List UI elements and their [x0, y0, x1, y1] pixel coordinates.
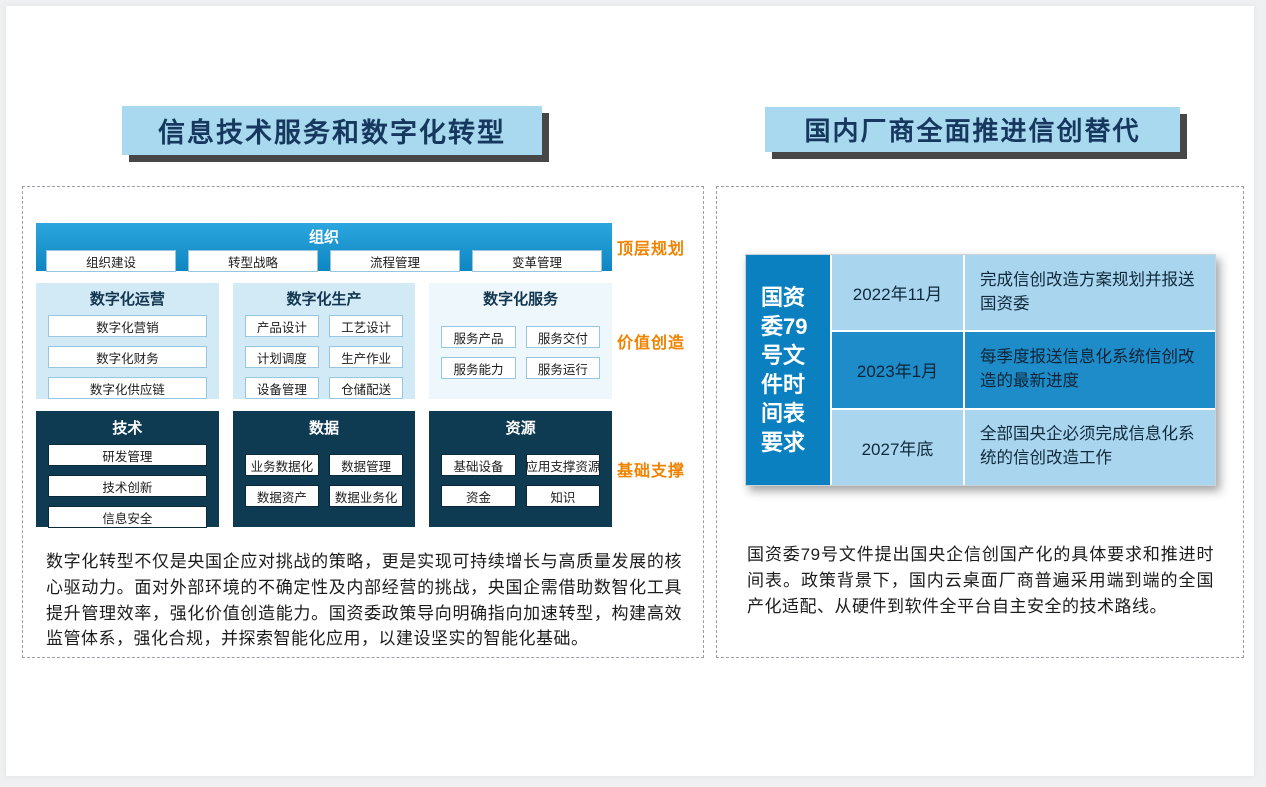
framework-item: 数字化营销 — [48, 315, 207, 337]
framework-row-middle: 数字化运营 数字化营销 数字化财务 数字化供应链 数字化生产 — [36, 283, 690, 399]
framework-item: 组织建设 — [46, 250, 176, 272]
sasac-timeline-table: 国资委79号文件时间表要求 2022年11月 完成信创改造方案规划并报送国资委 … — [745, 254, 1216, 486]
column-header: 技术 — [112, 420, 143, 437]
organization-header: 组织 — [308, 229, 339, 246]
right-panel-title-text: 国内厂商全面推进信创替代 — [804, 116, 1141, 146]
left-panel-title: 信息技术服务和数字化转型 — [122, 106, 542, 155]
timeline-row: 2027年底 全部国央企必须完成信息化系统的信创改造工作 — [832, 407, 1215, 485]
right-panel-paragraph: 国资委79号文件提出国央企信创国产化的具体要求和推进时间表。政策背景下，国内云桌… — [747, 545, 1214, 616]
timeline-date: 2027年底 — [832, 409, 965, 485]
column-digital-operations: 数字化运营 数字化营销 数字化财务 数字化供应链 — [36, 283, 219, 399]
left-panel: 组织 组织建设 转型战略 流程管理 变革管理 顶层规划 数字化运营 — [22, 186, 704, 658]
column-header: 数字化生产 — [286, 291, 362, 308]
framework-item: 服务能力 — [441, 357, 516, 379]
framework-item: 计划调度 — [244, 346, 319, 368]
timeline-content: 全部国央企必须完成信息化系统的信创改造工作 — [980, 425, 1195, 468]
column-digital-production: 数字化生产 产品设计 工艺设计 计划调度 生产作业 设备管理 仓储配送 — [232, 283, 416, 399]
framework-item: 技术创新 — [48, 475, 207, 497]
framework-row-bottom: 技术 研发管理 技术创新 信息安全 数据 — [36, 411, 690, 528]
timeline-row: 2023年1月 每季度报送信息化系统信创改造的最新进度 — [832, 330, 1215, 408]
framework-item: 服务运行 — [525, 357, 601, 379]
framework-item: 仓储配送 — [329, 377, 404, 399]
digital-transformation-framework: 组织 组织建设 转型战略 流程管理 变革管理 顶层规划 数字化运营 — [36, 223, 690, 528]
column-resources: 资源 基础设备 应用支撑资源 资金 知识 — [429, 411, 613, 527]
right-panel: 国资委79号文件时间表要求 2022年11月 完成信创改造方案规划并报送国资委 … — [716, 186, 1244, 658]
column-header: 数据 — [309, 420, 340, 437]
framework-item: 数字化供应链 — [48, 377, 207, 399]
column-header: 数字化运营 — [89, 291, 165, 308]
column-data: 数据 业务数据化 数据管理 数据资产 数据业务化 — [232, 411, 416, 527]
framework-item: 研发管理 — [48, 444, 207, 466]
framework-item: 设备管理 — [244, 377, 319, 399]
framework-row-top: 组织 组织建设 转型战略 流程管理 变革管理 顶层规划 — [36, 223, 690, 272]
framework-item: 业务数据化 — [244, 454, 319, 476]
organization-bar: 组织 组织建设 转型战略 流程管理 变革管理 — [36, 223, 612, 272]
framework-item: 服务产品 — [441, 326, 516, 348]
framework-item: 数据资产 — [244, 485, 319, 507]
framework-item: 应用支撑资源 — [525, 454, 601, 476]
framework-item: 信息安全 — [48, 506, 207, 528]
column-header: 数字化服务 — [483, 291, 559, 308]
side-label-middle: 价值创造 — [616, 335, 685, 352]
framework-item: 流程管理 — [330, 250, 460, 272]
timeline-date: 2022年11月 — [832, 255, 965, 331]
side-label-bottom: 基础支撑 — [616, 463, 685, 480]
framework-item: 服务交付 — [525, 326, 601, 348]
column-header: 资源 — [505, 420, 536, 437]
framework-item: 产品设计 — [244, 315, 319, 337]
column-technology: 技术 研发管理 技术创新 信息安全 — [36, 411, 219, 528]
right-panel-title: 国内厂商全面推进信创替代 — [765, 107, 1180, 152]
framework-item: 生产作业 — [329, 346, 404, 368]
left-panel-paragraph: 数字化转型不仅是央国企应对挑战的策略，更是实现可持续增长与高质量发展的核心驱动力… — [46, 552, 682, 649]
timeline-row: 2022年11月 完成信创改造方案规划并报送国资委 — [832, 255, 1215, 331]
left-panel-title-text: 信息技术服务和数字化转型 — [158, 118, 506, 148]
framework-item: 资金 — [441, 485, 516, 507]
framework-item: 转型战略 — [188, 250, 318, 272]
framework-item: 数据业务化 — [329, 485, 404, 507]
framework-item: 数据管理 — [329, 454, 404, 476]
side-label-top: 顶层规划 — [616, 241, 685, 258]
framework-item: 知识 — [525, 485, 601, 507]
framework-item: 工艺设计 — [329, 315, 404, 337]
framework-item: 数字化财务 — [48, 346, 207, 368]
framework-item: 基础设备 — [441, 454, 516, 476]
timeline-date: 2023年1月 — [832, 332, 965, 408]
column-digital-services: 数字化服务 服务产品 服务交付 服务能力 服务运行 — [429, 283, 613, 399]
timeline-content: 完成信创改造方案规划并报送国资委 — [980, 270, 1195, 313]
framework-item: 变革管理 — [472, 250, 602, 272]
timeline-row-header: 国资委79号文件时间表要求 — [746, 255, 832, 485]
organization-items: 组织建设 转型战略 流程管理 变革管理 — [36, 247, 612, 278]
timeline-content: 每季度报送信息化系统信创改造的最新进度 — [980, 348, 1195, 390]
